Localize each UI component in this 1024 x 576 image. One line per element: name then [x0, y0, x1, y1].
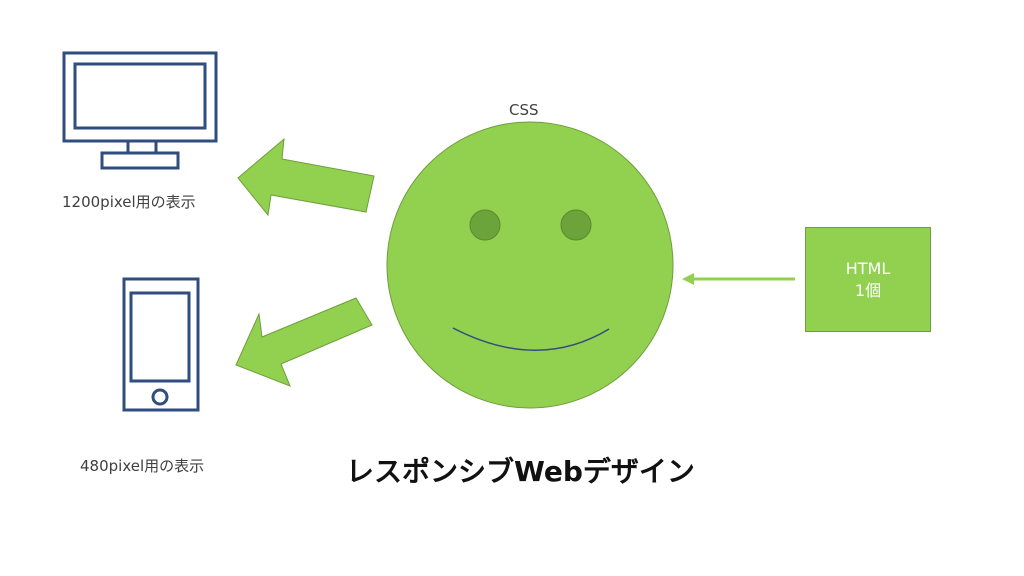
arrow-html-to-css: [682, 273, 795, 285]
css-label: CSS: [509, 101, 539, 119]
arrow-to-mobile: [235, 297, 373, 387]
mobile-label: 480pixel用の表示: [80, 457, 205, 475]
html-box: HTML 1個: [805, 227, 931, 332]
html-box-line2: 1個: [854, 280, 882, 300]
arrow-to-desktop: [237, 137, 375, 217]
html-box-line1: HTML: [845, 258, 891, 278]
desktop-label: 1200pixel用の表示: [62, 193, 196, 211]
diagram-title: レスポンシブWebデザイン: [346, 455, 695, 488]
smartphone-icon: [122, 277, 200, 412]
smiley-face-icon: [386, 121, 674, 409]
desktop-monitor-icon: [62, 51, 218, 170]
